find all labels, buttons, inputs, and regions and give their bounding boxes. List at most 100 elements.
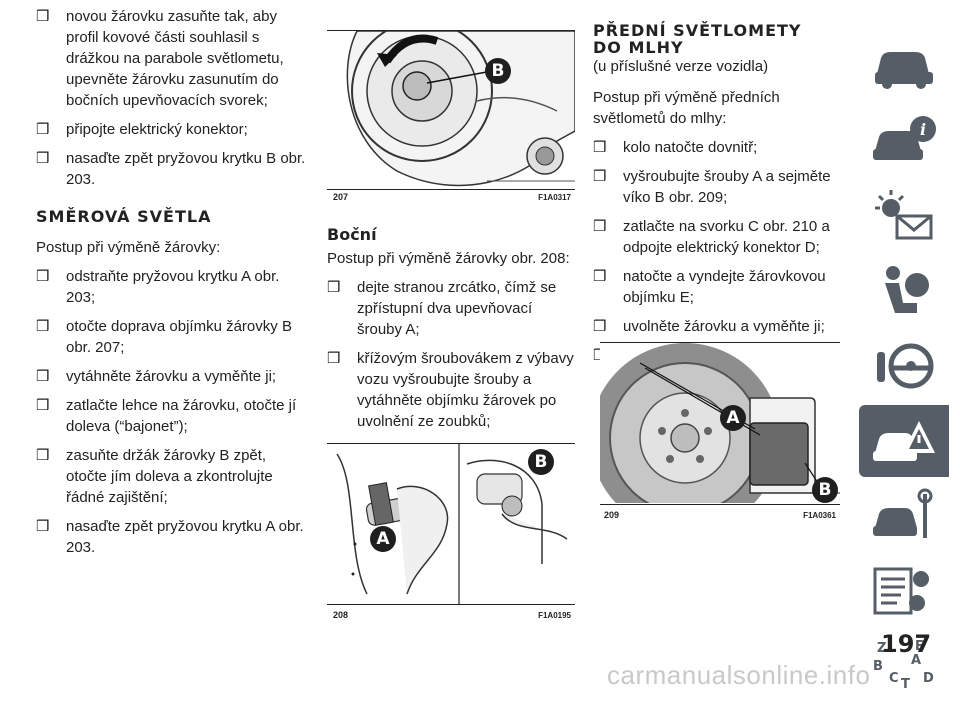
tab-technical-data[interactable]	[859, 555, 949, 627]
settings-list-icon	[873, 567, 929, 615]
bullet-item: ❒ nasaďte zpět pryžovou krytku B obr. 203…	[36, 148, 306, 190]
checkbox-bullet-icon: ❒	[36, 268, 50, 285]
checkbox-bullet-icon: ❒	[593, 268, 607, 285]
fog-light-illustration	[600, 343, 840, 503]
svg-text:i: i	[920, 120, 926, 139]
bullet-item: ❒ vytáhněte žárovku a vyměňte ji;	[36, 366, 306, 387]
steering-wheel-icon	[877, 343, 934, 389]
figure-208: A B 208 F1A0195	[327, 443, 575, 633]
checkbox-bullet-icon: ❒	[327, 279, 341, 296]
bullet-item: ❒ odstraňte pryžovou krytku A obr. 203;	[36, 266, 306, 308]
marker-b-208: B	[528, 449, 554, 475]
bullet-item: ❒ zatlačte lehce na žárovku, otočte jí do…	[36, 395, 306, 437]
figure-code: F1A0195	[538, 611, 571, 620]
version-note: (u příslušné verze vozidla)	[593, 58, 769, 75]
bullet-item: ❒ dejte stranou zrcátko, čímž se zpřístup…	[327, 277, 575, 340]
tab-maintenance[interactable]	[859, 480, 949, 552]
checkbox-bullet-icon: ❒	[36, 318, 50, 335]
tab-warning-lights[interactable]	[859, 180, 949, 252]
car-info-icon	[875, 52, 933, 89]
tab-emergency[interactable]	[859, 405, 949, 477]
side-indicator-illustration	[327, 444, 575, 604]
bullet-text: vytáhněte žárovku a vyměňte ji;	[66, 368, 277, 385]
bullet-item: ❒ otočte doprava objímku žárovky B obr. 2…	[36, 316, 306, 358]
section-heading-turn-signals: SMĚROVÁ SVĚTLA	[36, 207, 212, 226]
checkbox-bullet-icon: ❒	[36, 368, 50, 385]
tab-car-info-i[interactable]: i	[859, 105, 949, 177]
figure-number: 208	[333, 610, 349, 620]
index-letter: T	[901, 677, 910, 692]
headlamp-bulb-illustration	[327, 31, 575, 189]
checkbox-bullet-icon: ❒	[593, 139, 607, 156]
bullet-item: ❒ připojte elektrický konektor;	[36, 119, 306, 140]
tab-safety[interactable]	[859, 255, 949, 327]
bullet-item: ❒ natočte a vyndejte žárovkovou objímku E…	[593, 266, 848, 308]
bullet-text: novou žárovku zasuňte tak, aby profil ko…	[66, 8, 284, 109]
index-letter: A	[911, 653, 921, 668]
marker-b-209: B	[812, 477, 838, 503]
bullet-text: křížovým šroubovákem z výbavy vozu vyšro…	[357, 350, 574, 430]
marker-a-209: A	[720, 405, 746, 431]
checkbox-bullet-icon: ❒	[36, 518, 50, 535]
bullet-item: ❒ zatlačte na svorku C obr. 210 a odpojte…	[593, 216, 848, 258]
bullet-text: otočte doprava objímku žárovky B obr. 20…	[66, 318, 292, 356]
figure-number: 209	[604, 510, 620, 520]
checkbox-bullet-icon: ❒	[593, 168, 607, 185]
checkbox-bullet-icon: ❒	[327, 350, 341, 367]
bullet-item: ❒ uvolněte žárovku a vyměňte ji;	[593, 316, 848, 337]
tab-driving[interactable]	[859, 330, 949, 402]
index-letter: D	[923, 671, 934, 686]
warning-lights-icon	[875, 190, 933, 240]
bullet-text: dejte stranou zrcátko, čímž se zpřístupn…	[357, 279, 557, 338]
bullet-item: ❒ kolo natočte dovnitř;	[593, 137, 848, 158]
figure-number: 207	[333, 192, 349, 202]
watermark: carmanualsonline.info	[607, 660, 871, 690]
column-left: ❒ novou žárovku zasuňte tak, aby profil k…	[36, 6, 306, 566]
figure-209: A B 209 F1A0361	[600, 342, 840, 532]
tab-car-info[interactable]	[859, 30, 949, 102]
bullet-item: ❒ nasaďte zpět pryžovou krytku A obr. 203…	[36, 516, 306, 558]
figure-code: F1A0361	[803, 511, 836, 520]
bullet-item: ❒ vyšroubujte šrouby A a sejměte víko B o…	[593, 166, 848, 208]
bullet-text: připojte elektrický konektor;	[66, 121, 248, 138]
bullet-text: zatlačte na svorku C obr. 210 a odpojte …	[623, 218, 830, 256]
bullet-text: natočte a vyndejte žárovkovou objímku E;	[623, 268, 826, 306]
bullet-item: ❒ novou žárovku zasuňte tak, aby profil k…	[36, 6, 306, 111]
index-letter: B	[873, 659, 883, 674]
car-info-i-icon: i	[873, 116, 936, 160]
checkbox-bullet-icon: ❒	[36, 8, 50, 25]
airbag-seat-icon	[885, 266, 929, 313]
index-letter: Z	[877, 641, 886, 656]
car-maintenance-icon	[873, 488, 933, 538]
figure-code: F1A0317	[538, 193, 571, 202]
bullet-text: uvolněte žárovku a vyměňte ji;	[623, 318, 825, 335]
breakdown-icon	[873, 421, 935, 461]
bullet-text: kolo natočte dovnitř;	[623, 139, 758, 156]
intro-text: Postup při výměně předních světlometů do…	[593, 89, 780, 127]
section-heading-fog-lights: PŘEDNÍ SVĚTLOMETY DO MLHY	[593, 21, 802, 57]
page-number: 197	[881, 630, 932, 658]
checkbox-bullet-icon: ❒	[593, 218, 607, 235]
bullet-text: nasaďte zpět pryžovou krytku A obr. 203.	[66, 518, 304, 556]
index-letter: C	[889, 671, 899, 686]
checkbox-bullet-icon: ❒	[36, 121, 50, 138]
checkbox-bullet-icon: ❒	[36, 150, 50, 167]
figure-207: B 207 F1A0317	[327, 30, 575, 205]
bullet-text: zasuňte držák žárovky B zpět, otočte jím…	[66, 447, 273, 506]
intro-text: Postup při výměně žárovky:	[36, 239, 221, 256]
checkbox-bullet-icon: ❒	[36, 397, 50, 414]
checkbox-bullet-icon: ❒	[36, 447, 50, 464]
bullet-text: vyšroubujte šrouby A a sejměte víko B ob…	[623, 168, 831, 206]
intro-text: Postup při výměně žárovky obr. 208:	[327, 250, 570, 267]
subheading-side: Boční	[327, 225, 377, 244]
bullet-item: ❒ zasuňte držák žárovky B zpět, otočte jí…	[36, 445, 306, 508]
bullet-text: odstraňte pryžovou krytku A obr. 203;	[66, 268, 280, 306]
marker-b-207: B	[485, 58, 511, 84]
checkbox-bullet-icon: ❒	[593, 318, 607, 335]
index-letter: E	[915, 639, 924, 654]
bullet-text: zatlačte lehce na žárovku, otočte jí dol…	[66, 397, 297, 435]
bullet-text: nasaďte zpět pryžovou krytku B obr. 203.	[66, 150, 306, 188]
marker-a-208: A	[370, 526, 396, 552]
